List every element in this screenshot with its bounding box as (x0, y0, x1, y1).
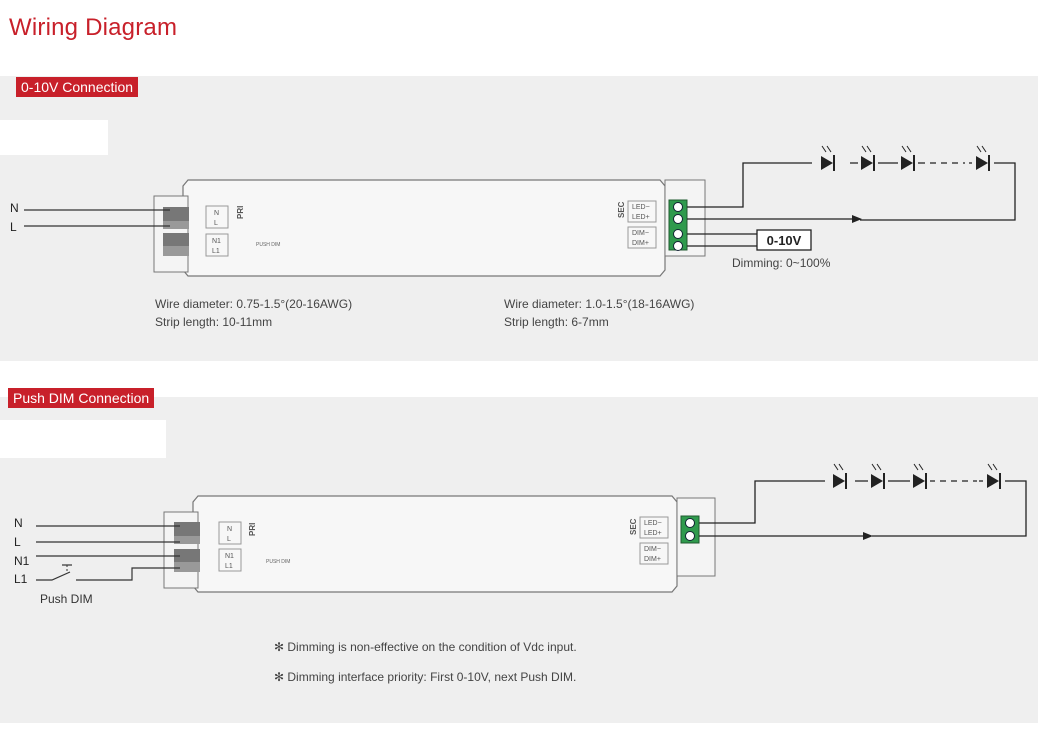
push-dim-switch-label: Push DIM (40, 592, 93, 606)
footnote-1-text: Dimming is non-effective on the conditio… (287, 640, 577, 654)
pri-n-2: N (227, 526, 232, 533)
sec-led-plus-1: LED+ (632, 214, 650, 221)
dimming-range: Dimming: 0~100% (732, 256, 831, 270)
wire-note-primary-strip: Strip length: 10-11mm (155, 315, 273, 329)
sec-led-minus-2: LED− (644, 520, 662, 527)
input-l-1: L (10, 220, 17, 234)
wire-note-primary-diameter: Wire diameter: 0.75-1.5°(20-16AWG) (155, 297, 353, 311)
pri-label-2: PRI (248, 523, 257, 536)
pri-l-2: L (227, 536, 231, 543)
wire-note-secondary-diameter: Wire diameter: 1.0-1.5°(18-16AWG) (504, 297, 695, 311)
input-l1-2: L1 (14, 572, 28, 586)
pri-n1-2: N1 (225, 553, 234, 560)
sec-dim-minus-1: DIM− (632, 230, 649, 237)
sec-label-2: SEC (629, 518, 638, 535)
sec-dim-plus-1: DIM+ (632, 240, 649, 247)
footnote-2: ✻ Dimming interface priority: First 0-10… (274, 670, 576, 684)
sec-led-plus-2: LED+ (644, 530, 662, 537)
driver-1 (153, 179, 706, 277)
section-tag-0-10v: 0-10V Connection (16, 77, 139, 97)
sec-dim-plus-2: DIM+ (644, 556, 661, 563)
pri-n-1: N (214, 210, 219, 217)
pri-n1-1: N1 (212, 238, 221, 245)
push-dim-small-2: PUSH DIM (266, 559, 290, 565)
wire-note-primary: Wire diameter: 0.75-1.5°(20-16AWG) Strip… (155, 295, 352, 331)
wire-note-secondary: Wire diameter: 1.0-1.5°(18-16AWG) Strip … (504, 295, 694, 331)
panel-notch (0, 420, 166, 458)
pri-l-1: L (214, 220, 218, 227)
page-title: Wiring Diagram (9, 14, 178, 41)
input-n1-2: N1 (14, 554, 30, 568)
sec-label-1: SEC (617, 201, 626, 218)
footnote-1: ✻ Dimming is non-effective on the condit… (274, 640, 577, 654)
input-l-2: L (14, 535, 21, 549)
section-tag-push-dim: Push DIM Connection (8, 388, 155, 408)
push-dim-small-1: PUSH DIM (256, 242, 280, 248)
input-n-1: N (10, 201, 19, 215)
driver-2 (163, 495, 716, 593)
footnote-2-text: Dimming interface priority: First 0-10V,… (287, 670, 577, 684)
panel-notch (0, 120, 108, 155)
sec-dim-minus-2: DIM− (644, 546, 661, 553)
pri-l1-2: L1 (225, 563, 233, 570)
pri-label-1: PRI (236, 206, 245, 219)
signal-box-0-10v: 0-10V (767, 233, 802, 248)
input-n-2: N (14, 516, 23, 530)
pri-l1-1: L1 (212, 248, 220, 255)
wire-note-secondary-strip: Strip length: 6-7mm (504, 315, 609, 329)
asterisk-icon: ✻ (274, 640, 288, 654)
sec-led-minus-1: LED− (632, 204, 650, 211)
asterisk-icon: ✻ (274, 670, 288, 684)
